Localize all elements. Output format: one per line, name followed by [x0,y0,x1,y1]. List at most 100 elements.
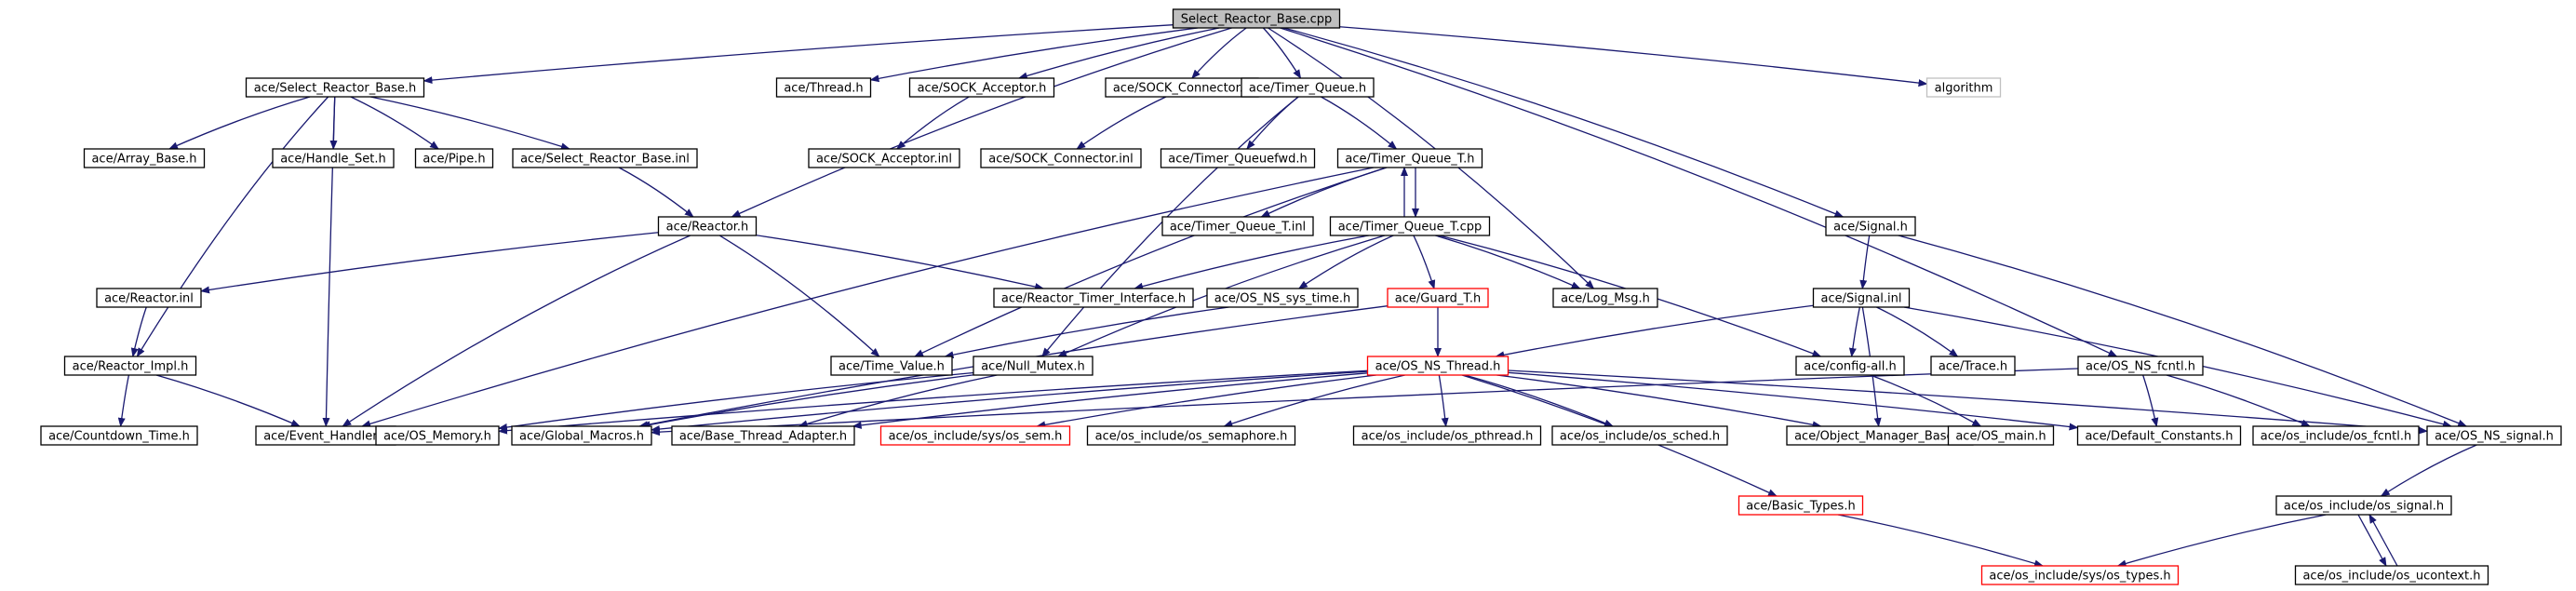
node-os-ns-signal[interactable]: ace/OS_NS_signal.h [2426,425,2562,446]
node-box [2076,425,2242,446]
node-pipe-h[interactable]: ace/Pipe.h [414,148,494,168]
node-label: ace/Base_Thread_Adapter.h [679,430,847,444]
node-box [40,425,198,446]
node-label: ace/Select_Reactor_Base.h [254,82,417,96]
node-countdown[interactable]: ace/Countdown_Time.h [40,425,198,446]
edge-os-ns-thread-to-sys-sem [1036,374,1376,429]
node-os-ucontext[interactable]: ace/os_include/os_ucontext.h [2294,565,2489,585]
node-algorithm[interactable]: algorithm [1925,77,2002,98]
node-box [993,288,1194,308]
node-box [1086,425,1296,446]
node-omb[interactable]: ace/Object_Manager_Base.h [1786,425,1974,446]
node-label: ace/Reactor.h [666,221,749,235]
node-os-memory[interactable]: ace/OS_Memory.h [375,425,500,446]
node-label: ace/Basic_Types.h [1746,500,1855,514]
node-label: ace/Handle_Set.h [280,153,386,167]
node-guard-t[interactable]: ace/Guard_T.h [1387,288,1489,308]
node-array-base[interactable]: ace/Array_Base.h [83,148,206,168]
node-handle-set[interactable]: ace/Handle_Set.h [272,148,395,168]
edge-srb-h-to-event-handler [322,96,336,427]
node-sys-types[interactable]: ace/os_include/sys/os_types.h [1980,565,2180,585]
node-reactor-impl[interactable]: ace/Reactor_Impl.h [63,356,197,376]
node-sock-acc-inl[interactable]: ace/SOCK_Acceptor.inl [808,148,960,168]
node-box [1352,425,1542,446]
node-root[interactable]: Select_Reactor_Base.cpp [1172,8,1341,29]
node-box [1947,425,2055,446]
node-tqt-cpp[interactable]: ace/Timer_Queue_T.cpp [1329,216,1491,236]
edge-os-ns-thread-to-bta [852,372,1368,429]
node-label: ace/Reactor_Timer_Interface.h [1001,292,1186,306]
node-label: ace/Trace.h [1939,360,2007,374]
node-sys-sem[interactable]: ace/os_include/sys/os_sem.h [879,425,1071,446]
node-label: ace/SOCK_Connector.h [1113,82,1251,96]
node-trace-h[interactable]: ace/Trace.h [1930,356,2016,376]
node-sock-acc-h[interactable]: ace/SOCK_Acceptor.h [908,77,1055,98]
edge-signal-h-to-os-ns-signal [1898,235,2468,427]
node-os-ns-thread[interactable]: ace/OS_NS_Thread.h [1366,356,1509,376]
edge-null-mutex-to-os-memory [498,371,974,431]
node-srb-inl[interactable]: ace/Select_Reactor_Base.inl [512,148,698,168]
edge-tq-h-to-null-mutex [1041,96,1299,357]
node-default-const[interactable]: ace/Default_Constants.h [2076,425,2242,446]
node-tqfwd[interactable]: ace/Timer_Queuefwd.h [1160,148,1316,168]
node-os-signal[interactable]: ace/os_include/os_signal.h [2275,495,2452,516]
edge-sock-con-h-to-sock-con-inl [1076,96,1167,150]
node-box [1795,356,1905,376]
node-sock-con-h[interactable]: ace/SOCK_Connector.h [1105,77,1259,98]
node-box [2294,565,2489,585]
edge-root-to-tq-h [1262,27,1302,79]
node-box [908,77,1055,98]
node-os-sched[interactable]: ace/os_include/os_sched.h [1551,425,1728,446]
node-label: ace/Select_Reactor_Base.inl [520,153,690,167]
node-os-ns-fcntl[interactable]: ace/OS_NS_fcntl.h [2077,356,2204,376]
node-reactor-h[interactable]: ace/Reactor.h [657,216,758,236]
node-sock-con-inl[interactable]: ace/SOCK_Connector.inl [980,148,1142,168]
node-reactor-inl[interactable]: ace/Reactor.inl [96,288,202,308]
node-box [879,425,1071,446]
node-thread-h[interactable]: ace/Thread.h [775,77,872,98]
node-srb-h[interactable]: ace/Select_Reactor_Base.h [245,77,425,98]
node-box [808,148,960,168]
node-os-semaphore[interactable]: ace/os_include/os_semaphore.h [1086,425,1296,446]
node-bta[interactable]: ace/Base_Thread_Adapter.h [671,425,855,446]
node-log-msg[interactable]: ace/Log_Msg.h [1552,288,1658,308]
node-global-macros[interactable]: ace/Global_Macros.h [511,425,652,446]
node-config-all[interactable]: ace/config-all.h [1795,356,1905,376]
edge-os-ns-thread-to-os-sched [1464,374,1614,427]
node-box [830,356,953,376]
edge-reactor-impl-to-event-handler [155,374,301,427]
node-label: ace/os_include/os_fcntl.h [2261,430,2411,444]
node-box [671,425,855,446]
node-os-fcntl[interactable]: ace/os_include/os_fcntl.h [2252,425,2420,446]
edge-reactor-impl-to-countdown [117,374,130,427]
node-signal-inl[interactable]: ace/Signal.inl [1812,288,1911,308]
node-box [1387,288,1489,308]
node-os-ns-st[interactable]: ace/OS_NS_sys_time.h [1206,288,1359,308]
node-tq-h[interactable]: ace/Timer_Queue.h [1241,77,1375,98]
node-box [1206,288,1359,308]
node-box [96,288,202,308]
node-os-main[interactable]: ace/OS_main.h [1947,425,2055,446]
node-label: ace/Pipe.h [423,153,485,167]
edge-tq-h-to-tqt-h [1321,96,1398,150]
edge-srb-h-to-pipe-h [350,96,439,150]
node-label: ace/Timer_Queue_T.cpp [1338,221,1483,235]
node-event-handler[interactable]: ace/Event_Handler.h [255,425,396,446]
edge-null-mutex-to-global-macros [640,374,974,429]
edge-root-to-srb-h [423,24,1174,85]
node-signal-h[interactable]: ace/Signal.h [1825,216,1916,236]
node-label: ace/SOCK_Connector.inl [988,153,1134,167]
node-box [83,148,206,168]
node-os-pthread[interactable]: ace/os_include/os_pthread.h [1352,425,1542,446]
node-tqt-h[interactable]: ace/Timer_Queue_T.h [1336,148,1483,168]
edge-os-ns-fcntl-to-default-const [2142,374,2159,427]
node-box [1161,216,1314,236]
node-null-mutex[interactable]: ace/Null_Mutex.h [973,356,1093,376]
node-time-value[interactable]: ace/Time_Value.h [830,356,953,376]
edge-root-to-sock-con-h [1191,27,1247,79]
edge-os-ns-signal-to-os-signal [2380,444,2477,497]
node-basic-types[interactable]: ace/Basic_Types.h [1737,495,1864,516]
node-rti-h[interactable]: ace/Reactor_Timer_Interface.h [993,288,1194,308]
edge-os-ns-thread-to-os-semaphore [1223,374,1405,427]
node-tqt-inl[interactable]: ace/Timer_Queue_T.inl [1161,216,1314,236]
